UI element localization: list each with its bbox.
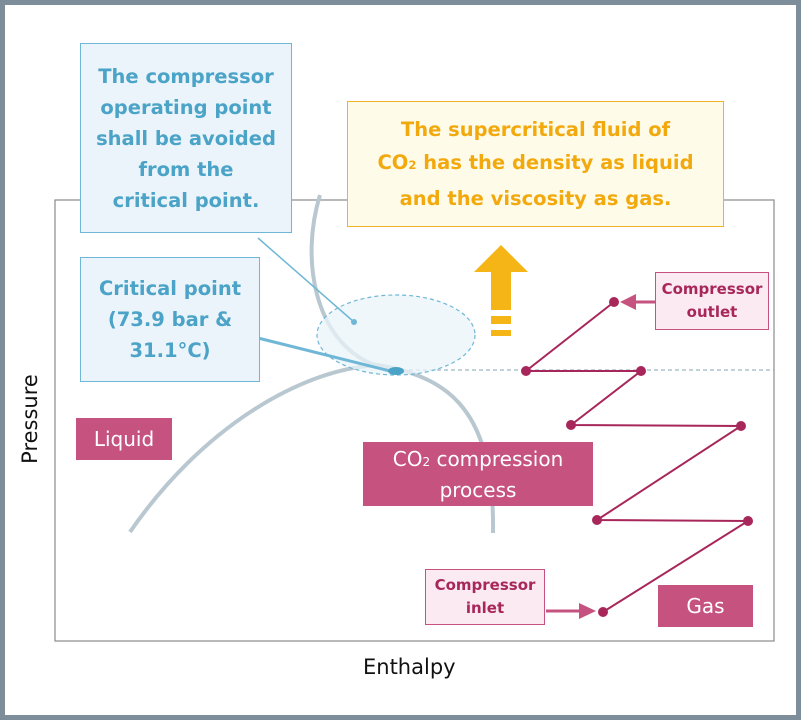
compressor-inlet-label: Compressor inlet (425, 569, 545, 625)
y-axis-label: Pressure (17, 374, 42, 464)
gas-label: Gas (658, 585, 753, 627)
upward-arrow-icon (474, 245, 528, 336)
outlet-arrow-icon (620, 294, 655, 310)
x-axis-label: Enthalpy (363, 655, 456, 679)
operating-point-dot (351, 319, 357, 325)
callout-line: Critical point (98, 277, 242, 300)
saturated-liquid-curve (128, 363, 381, 534)
callout-line: operating point (100, 95, 272, 119)
callout-line: 31.1°C) (129, 339, 211, 362)
process-point (743, 516, 753, 526)
process-point (636, 366, 646, 376)
process-point (598, 607, 608, 617)
callout-line: The compressor (98, 64, 274, 88)
avoid-zone-ellipse (316, 294, 476, 376)
operating-point-callout: The compressor operating point shall be … (80, 43, 292, 233)
liquid-label: Liquid (76, 418, 172, 460)
critical-point-leader (257, 336, 391, 373)
callout-line: shall be avoided (96, 126, 276, 150)
critical-point-callout: Critical point (73.9 bar & 31.1°C) (80, 257, 260, 382)
process-point (592, 515, 602, 525)
compression-process-path (523, 301, 752, 613)
callout-line: The supercritical fluid of (400, 118, 671, 141)
process-line: CO2 compression (392, 446, 564, 471)
supercritical-callout: The supercritical fluid of CO2 has the d… (347, 101, 724, 227)
process-label: CO2 compression process (363, 442, 593, 506)
compressor-outlet-label: Compressor outlet (655, 272, 769, 330)
operating-point-leader (257, 237, 355, 323)
inlet-arrow-icon (546, 603, 596, 619)
process-point (521, 366, 531, 376)
callout-line: and the viscosity as gas. (399, 187, 672, 210)
callout-line: (73.9 bar & (107, 308, 233, 331)
process-line: process (439, 477, 517, 502)
callout-line: critical point. (112, 188, 260, 212)
process-point (736, 421, 746, 431)
process-points (521, 297, 753, 617)
process-point (566, 420, 576, 430)
critical-point-marker (388, 367, 404, 375)
callout-line: from the (138, 157, 234, 181)
process-point (609, 297, 619, 307)
callout-line: CO2 has the density as liquid (377, 151, 694, 174)
